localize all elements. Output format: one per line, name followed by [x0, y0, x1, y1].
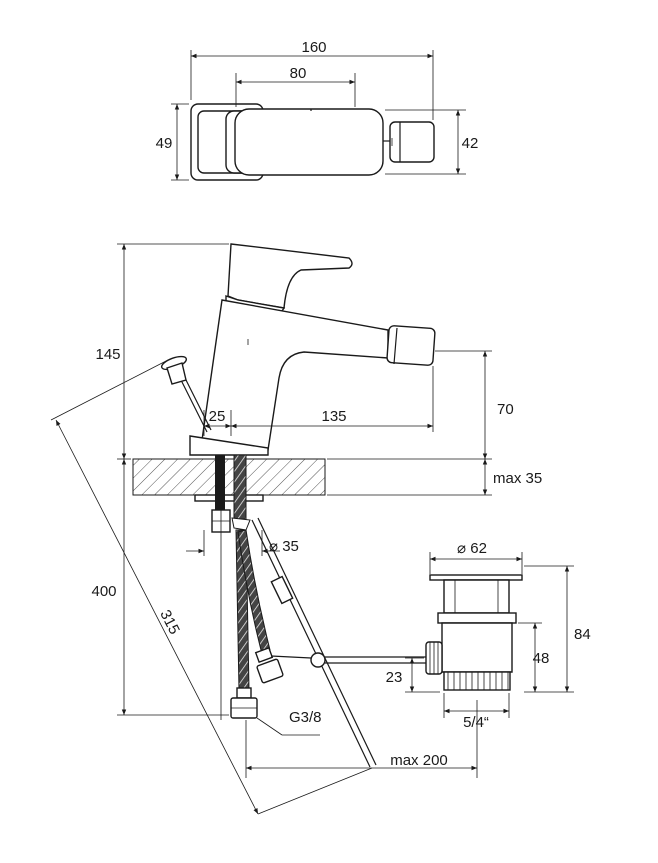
dim-total-width: 160 — [301, 39, 326, 56]
waste-fitting — [425, 574, 523, 691]
dim-rod-reach: max 200 — [390, 752, 448, 769]
mixer-body — [189, 243, 436, 456]
dim-height-total: 145 — [95, 346, 120, 363]
dim-lever-width: 80 — [290, 65, 307, 82]
dim-outlet-depth: 42 — [462, 135, 479, 152]
dim-below-deck: 400 — [91, 583, 116, 600]
dim-mount-offset: 25 — [209, 408, 226, 425]
dim-body-depth: 49 — [156, 135, 173, 152]
dim-spout-height: 70 — [497, 401, 514, 418]
linkage-rod — [251, 517, 430, 768]
dim-hose-thread: G3/8 — [289, 709, 322, 726]
countertop-section — [132, 458, 326, 496]
pop-up-rod — [160, 355, 212, 433]
top-view: 160 80 49 42 — [156, 39, 479, 181]
dim-flange-diameter: ⌀ 62 — [457, 540, 487, 557]
dim-waste-lever-height: 23 — [386, 669, 403, 686]
dim-pop-up-rod: 315 — [156, 607, 183, 637]
side-view: 145 25 135 70 max 35 400 315 ⌀ 35 G3/8 m… — [50, 243, 542, 815]
dim-waste-body-height: 48 — [533, 650, 550, 667]
waste-dimensions: ⌀ 62 84 48 23 5/4“ — [386, 540, 591, 731]
waste-thread — [447, 672, 509, 690]
dim-waste-height: 84 — [574, 626, 591, 643]
dim-spout-reach: 135 — [321, 408, 346, 425]
dim-waste-thread: 5/4“ — [463, 714, 489, 731]
dim-shank-diameter: ⌀ 35 — [269, 538, 299, 555]
top-view-body — [190, 103, 435, 181]
dim-deck-thickness: max 35 — [493, 470, 542, 487]
